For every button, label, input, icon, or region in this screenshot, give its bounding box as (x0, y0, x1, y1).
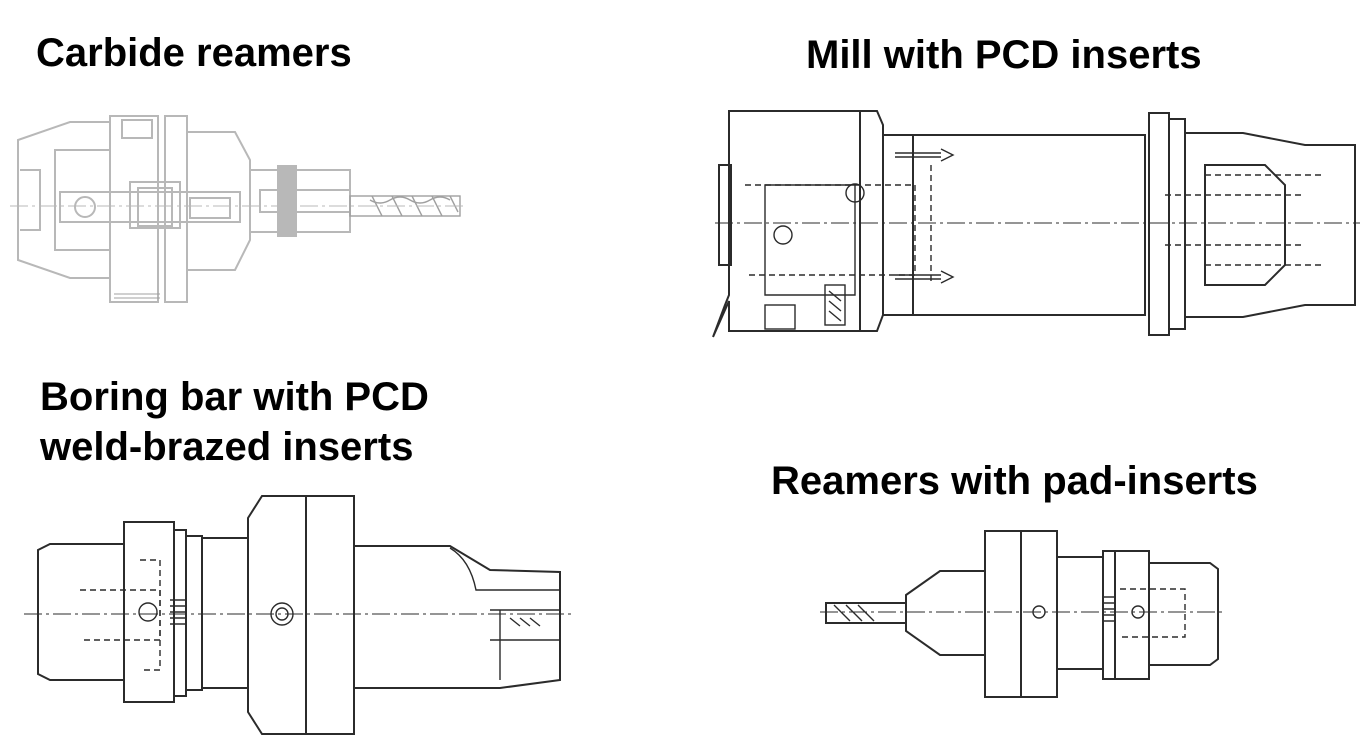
carbide-reamer-drawing (10, 115, 465, 303)
mill-pcd-drawing (712, 110, 1360, 338)
title-boring-bar-line2: weld-brazed inserts (40, 425, 414, 469)
boring-bar-drawing (24, 495, 575, 735)
title-reamers-pad-inserts: Reamers with pad-inserts (771, 459, 1258, 503)
title-boring-bar-line1: Boring bar with PCD (40, 375, 429, 419)
title-mill-pcd: Mill with PCD inserts (806, 33, 1202, 77)
reamer-pad-inserts-drawing (820, 530, 1225, 698)
title-carbide-reamers: Carbide reamers (36, 31, 352, 75)
title-boring-bar: Boring bar with PCD weld-brazed inserts (40, 372, 429, 472)
